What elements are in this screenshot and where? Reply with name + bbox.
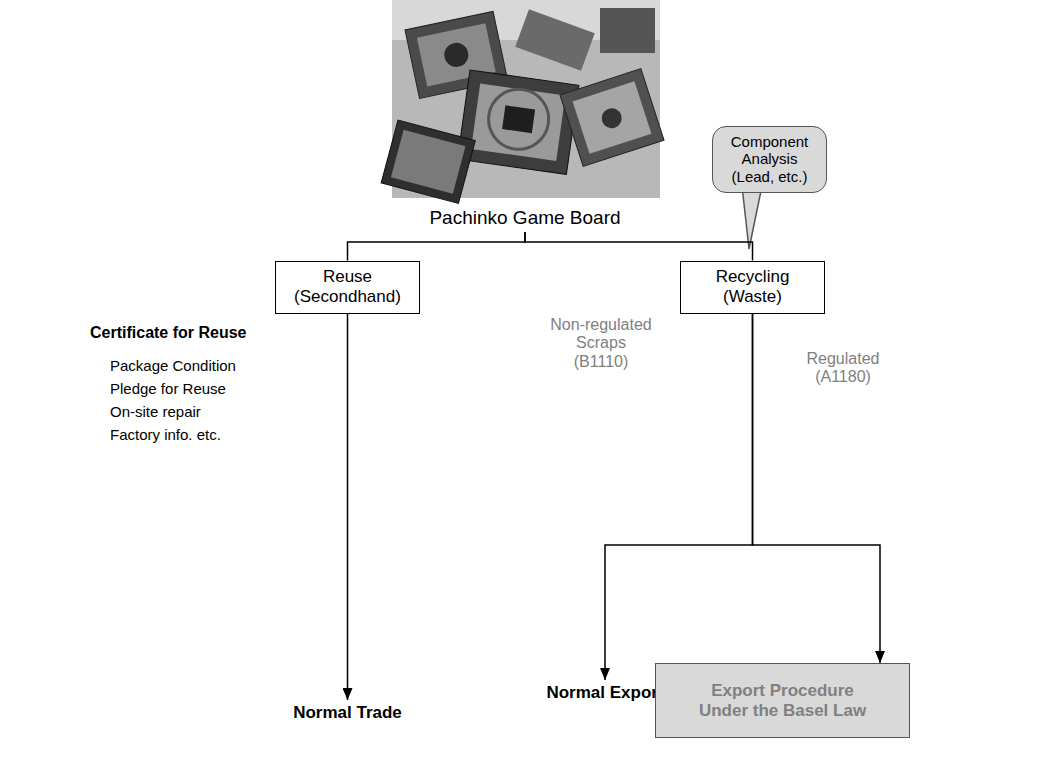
list-item: Pledge for Reuse [110, 380, 226, 397]
process-box: Reuse (Secondhand) [275, 261, 420, 314]
outcome-text: Normal Export [540, 680, 670, 706]
callout-bubble: Component Analysis (Lead, etc.) [712, 126, 827, 193]
node-text: Recycling (Waste) [698, 267, 808, 306]
process-box: Recycling (Waste) [680, 261, 825, 314]
photo-board-face [573, 81, 652, 153]
node-text: Export Procedure Under the Basel Law [690, 681, 875, 720]
photo-board-rail [485, 85, 553, 153]
connector-line [525, 232, 753, 261]
list-item: Factory info. etc. [110, 426, 221, 443]
node-text: Component Analysis (Lead, etc.) [722, 133, 817, 185]
branch-label: Non-regulated Scraps (B1110) [548, 316, 654, 371]
photo-board-frame [381, 120, 475, 203]
photo-board-face [391, 130, 466, 194]
outcome-text: Normal Trade [280, 700, 415, 726]
illustration-caption: Pachinko Game Board [425, 204, 625, 232]
photo-board-center [442, 41, 470, 69]
callout-tail [742, 186, 762, 249]
photo-board-frame [457, 70, 578, 174]
photo-board-frame [560, 69, 664, 167]
photo-board [381, 120, 475, 203]
node-text: Normal Export [546, 683, 663, 703]
photo-board [560, 69, 664, 167]
list-item: Package Condition [110, 357, 236, 374]
photo-board-center [599, 106, 624, 131]
photo-board-scrap [515, 9, 594, 71]
photo-truck [600, 8, 655, 53]
branch-label: Regulated (A1180) [803, 350, 883, 387]
section-heading: Certificate for Reuse [90, 324, 247, 342]
list-item: On-site repair [110, 403, 201, 420]
node-text: Normal Trade [293, 703, 402, 723]
photo-board-center [502, 105, 535, 133]
node-text: Pachinko Game Board [429, 207, 620, 229]
node-text: Reuse (Secondhand) [293, 267, 403, 306]
connector-line [348, 232, 526, 261]
procedure-box: Export Procedure Under the Basel Law [655, 663, 910, 738]
connector-line [347, 314, 349, 701]
photo-board [457, 70, 578, 174]
photo-board-face [471, 84, 565, 161]
